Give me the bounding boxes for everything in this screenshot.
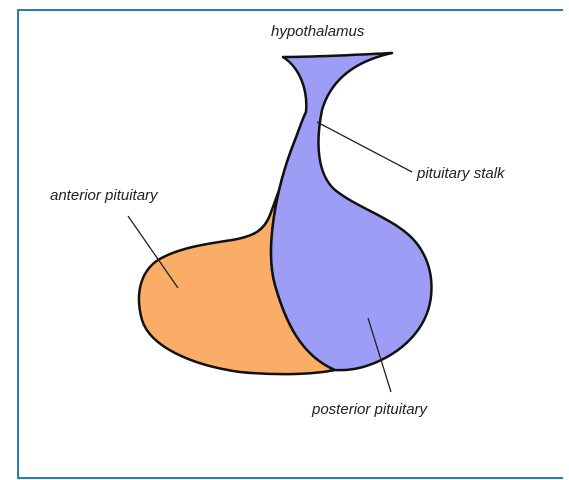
hypothalamus-label: hypothalamus	[271, 23, 365, 40]
pituitary-stalk-label: pituitary stalk	[416, 165, 506, 182]
anterior-pituitary-label: anterior pituitary	[50, 187, 159, 204]
posterior-pituitary-label: posterior pituitary	[311, 401, 429, 418]
pituitary-stalk-leader-line	[317, 122, 412, 172]
posterior-pituitary-shape	[271, 53, 431, 370]
